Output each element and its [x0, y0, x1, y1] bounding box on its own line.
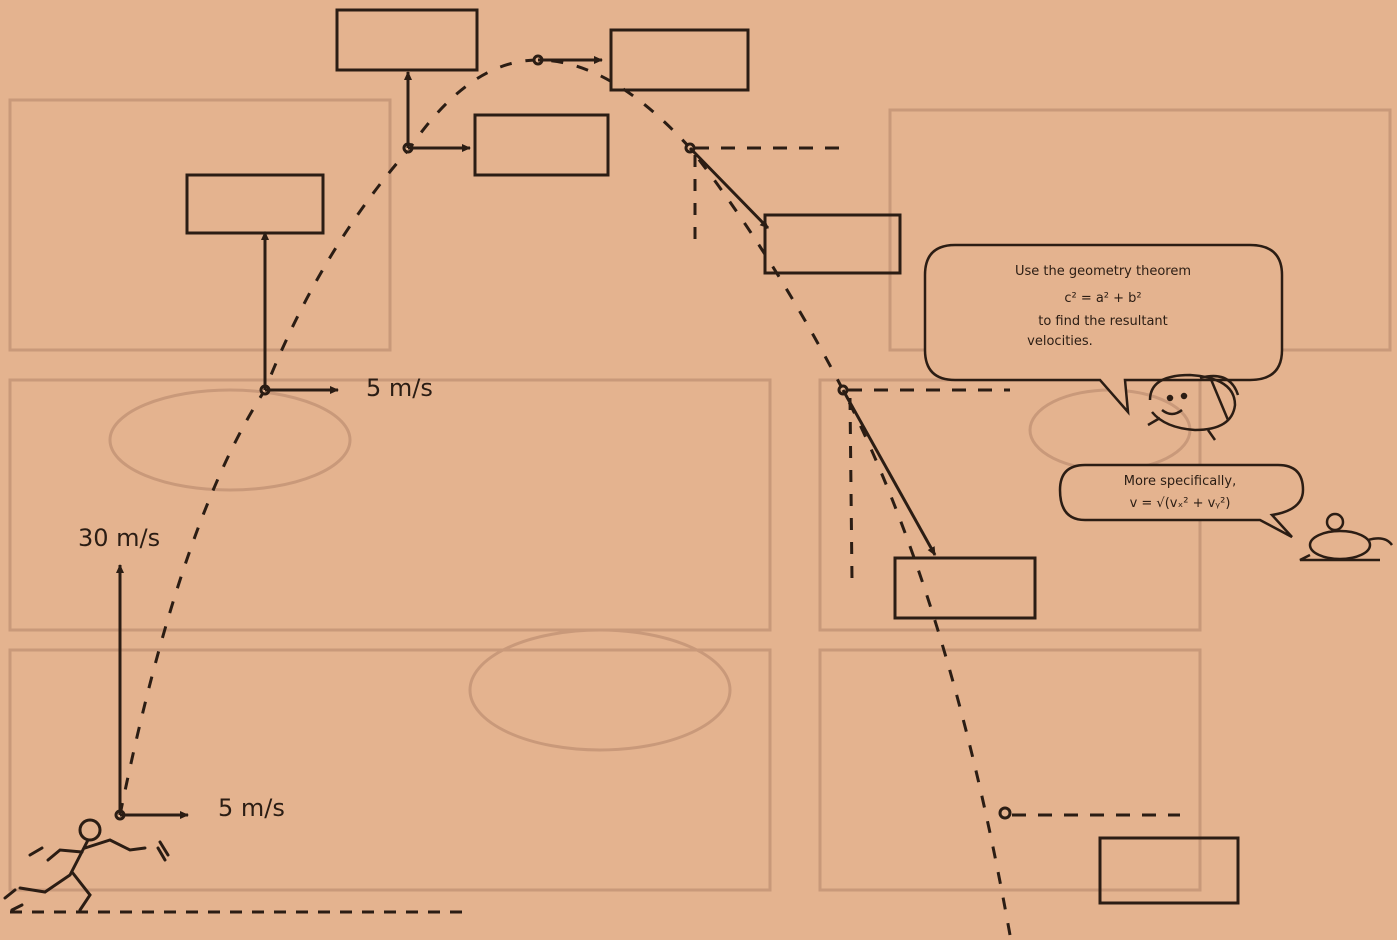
runner-figure-icon [3, 818, 170, 912]
point3-vectors [684, 142, 850, 250]
answer-box-2[interactable] [609, 28, 750, 92]
bubble1-line1: Use the geometry theorem [1015, 264, 1191, 279]
speech-bubble-geometry: Use the geometry theorem c² = a² + b² to… [923, 243, 1284, 416]
bubble2-line1: More specifically, [1124, 474, 1237, 489]
point2-vectors [402, 71, 471, 154]
point1-vectors [259, 231, 339, 396]
launch-vectors [114, 564, 189, 821]
bubble2-line2: v = √(vₓ² + vᵧ²) [1130, 496, 1231, 511]
answer-box-7[interactable] [1098, 836, 1240, 905]
small-creature-icon [1299, 512, 1394, 562]
point5-vectors [998, 806, 1180, 820]
apex-vector [532, 54, 603, 66]
answer-box-6[interactable] [893, 556, 1037, 620]
point4-vectors [837, 384, 1010, 581]
answer-box-3[interactable] [473, 113, 610, 177]
cartoon-face-icon [1147, 373, 1240, 441]
answer-box-5[interactable] [763, 213, 902, 275]
bubble1-line3: to find the resultant [1038, 314, 1168, 329]
label-launch-vertical: 30 m/s [78, 524, 160, 552]
answer-box-1[interactable] [335, 8, 479, 72]
answer-boxes [185, 8, 1240, 905]
bubble1-line2: c² = a² + b² [1064, 291, 1141, 306]
label-launch-horizontal: 5 m/s [218, 794, 285, 822]
speech-bubble-formula: More specifically, v = √(vₓ² + vᵧ²) [1058, 463, 1305, 539]
label-point1-horizontal: 5 m/s [366, 374, 433, 402]
answer-box-4[interactable] [185, 173, 325, 235]
bubble1-line4: velocities. [1027, 334, 1093, 349]
